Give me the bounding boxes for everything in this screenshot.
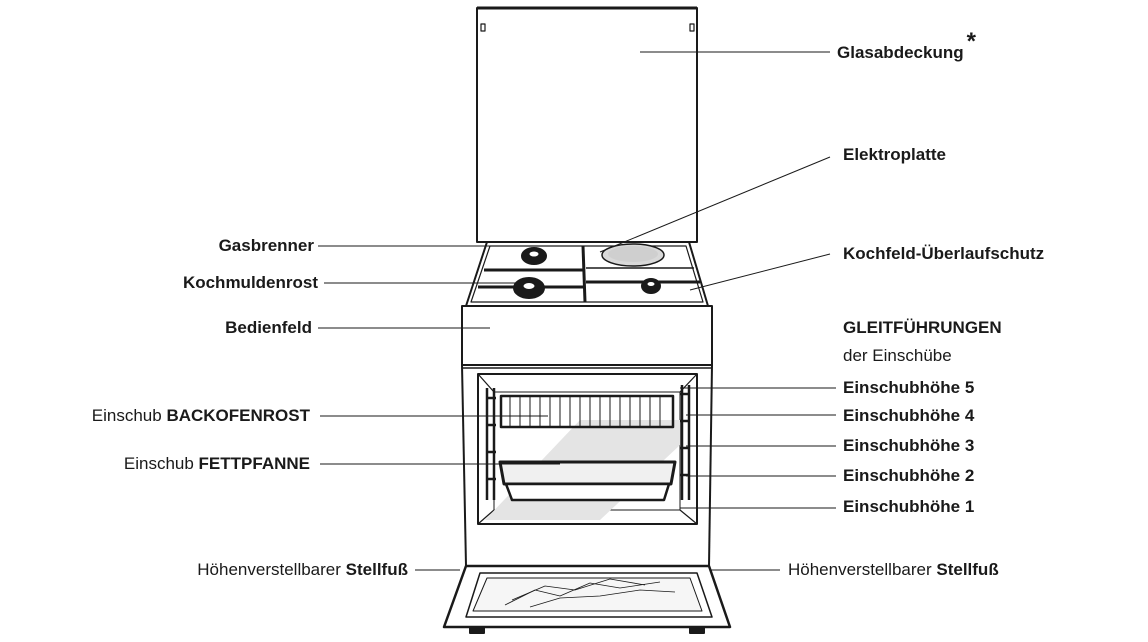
asterisk-note: *	[966, 28, 976, 55]
gas-burner-front-left	[513, 277, 545, 299]
gas-burner-back-left	[521, 247, 547, 265]
label-electric-plate: Elektroplatte	[843, 145, 946, 164]
label-oven-rack-prefix: Einschub	[91, 406, 162, 425]
label-drip-pan-prefix: Einschub	[123, 454, 194, 473]
label-guides-sub: der Einschübe	[843, 346, 952, 365]
gas-burner-front-right	[641, 278, 661, 294]
label-hob-grid: Kochmuldenrost	[182, 273, 318, 292]
label-foot-right-prefix: Höhenverstellbarer	[788, 560, 932, 579]
label-shelf-level-3: Einschubhöhe 3	[843, 436, 975, 455]
drip-pan	[498, 460, 677, 486]
label-foot-right-name: Stellfuß	[936, 560, 999, 579]
hob	[465, 241, 709, 307]
label-drip-pan: Einschub FETTPFANNE	[124, 454, 310, 474]
label-foot-left: Höhenverstellbarer Stellfuß	[197, 560, 408, 580]
label-foot-right: Höhenverstellbarer Stellfuß	[788, 560, 999, 580]
label-oven-rack: Einschub BACKOFENROST	[92, 406, 310, 426]
label-guides-title: GLEITFÜHRUNGEN	[843, 318, 1002, 337]
label-gas-burner: Gasbrenner	[218, 236, 314, 255]
control-panel	[461, 305, 713, 366]
label-hob-overflow: Kochfeld-Überlaufschutz	[843, 244, 1045, 263]
label-drip-pan-name: FETTPFANNE	[198, 454, 310, 473]
shelf-guides-left	[485, 388, 496, 500]
label-glass-cover: Glasabdeckung*	[837, 30, 976, 63]
glass-cover	[476, 6, 698, 243]
electric-plate	[601, 243, 665, 267]
oven-rack	[499, 394, 675, 429]
label-control-panel: Bedienfeld	[225, 318, 312, 337]
label-shelf-level-2: Einschubhöhe 2	[843, 466, 975, 485]
label-shelf-level-5: Einschubhöhe 5	[843, 378, 975, 397]
label-oven-rack-name: BACKOFENROST	[166, 406, 310, 425]
oven-door	[442, 564, 732, 634]
label-glass-cover-text: Glasabdeckung	[837, 43, 964, 62]
leader-lines	[318, 51, 836, 571]
label-foot-left-name: Stellfuß	[345, 560, 408, 579]
label-shelf-level-1: Einschubhöhe 1	[843, 497, 975, 516]
shelf-guides-right	[680, 385, 691, 500]
label-foot-left-prefix: Höhenverstellbarer	[197, 560, 341, 579]
label-shelf-level-4: Einschubhöhe 4	[843, 406, 975, 425]
oven-body	[461, 364, 713, 567]
